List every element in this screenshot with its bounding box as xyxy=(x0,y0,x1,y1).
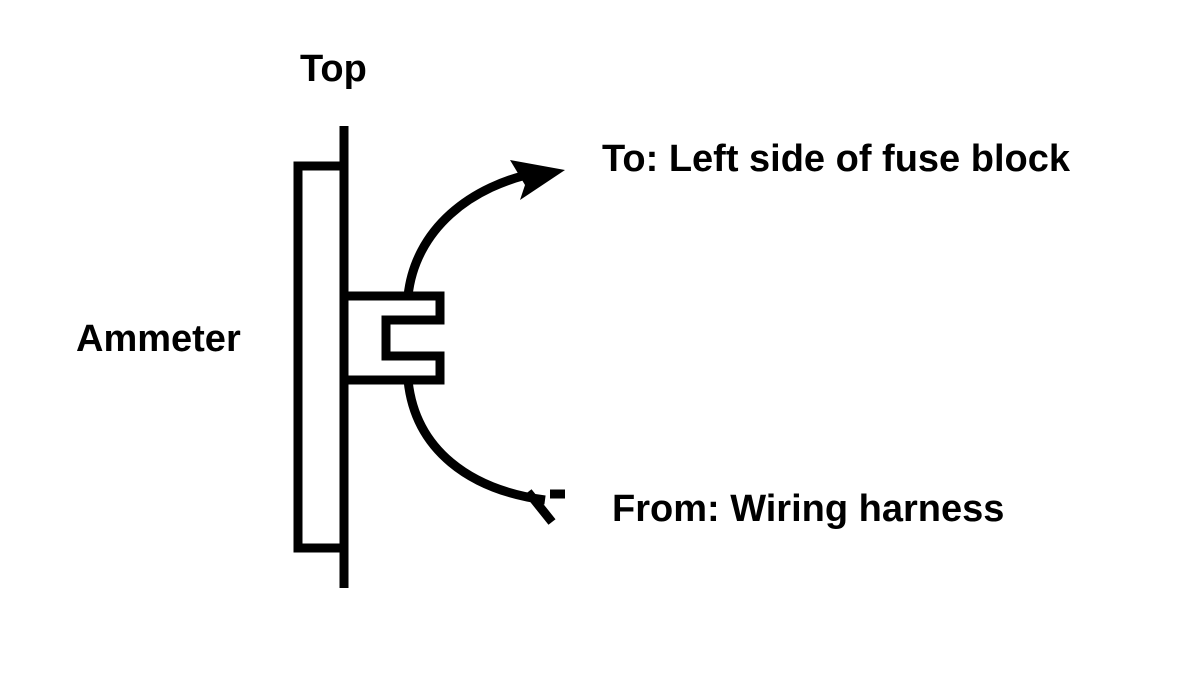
arrow-tail-from xyxy=(524,489,565,525)
ammeter-terminal xyxy=(344,291,445,385)
label-top: Top xyxy=(300,48,367,90)
label-to-fuse-block: To: Left side of fuse block xyxy=(602,138,1070,180)
wire-to-fuse-block xyxy=(403,167,541,297)
wire-from-harness xyxy=(403,379,546,505)
label-ammeter: Ammeter xyxy=(76,318,241,360)
arrow-head-to xyxy=(510,160,565,200)
label-from-harness: From: Wiring harness xyxy=(612,488,1005,530)
ammeter-body xyxy=(293,161,349,553)
